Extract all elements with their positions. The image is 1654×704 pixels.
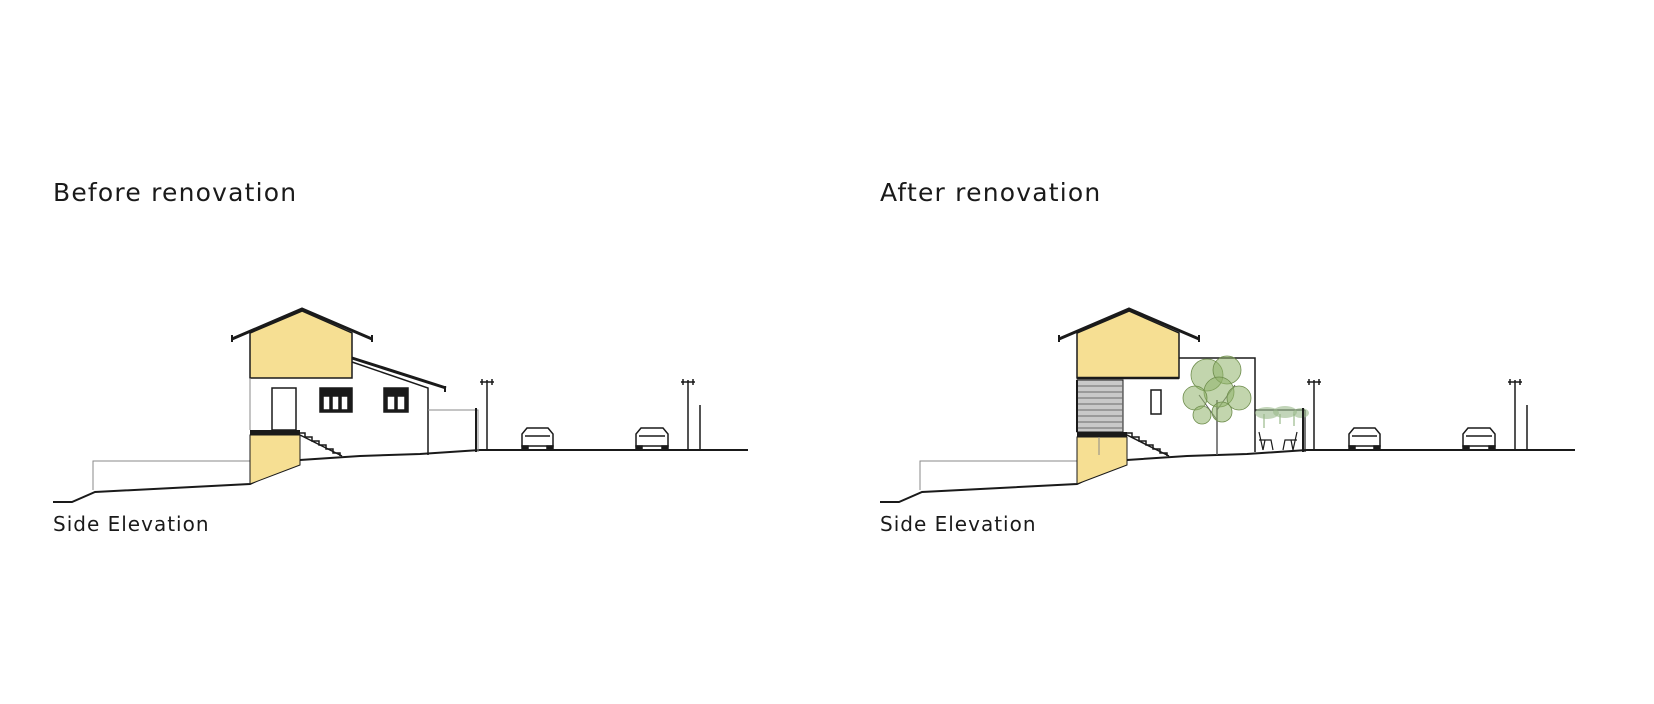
panel-after: After renovation — [827, 0, 1654, 704]
panel-before: Before renovation — [53, 178, 748, 536]
caption-before: Side Elevation — [53, 512, 210, 536]
timber-screen — [1076, 379, 1124, 433]
street-lamp-2 — [681, 379, 701, 450]
caption-after: Side Elevation — [880, 512, 1037, 536]
stairs — [1122, 432, 1170, 457]
door — [271, 387, 297, 431]
new-volume — [1179, 357, 1256, 452]
street-lamp-1 — [1307, 379, 1321, 450]
street-lamp-1 — [480, 379, 494, 450]
window-right — [383, 387, 409, 413]
main-roof — [1058, 307, 1200, 341]
elevation-before-drawing — [53, 307, 748, 503]
car-2 — [1462, 427, 1496, 451]
retaining-wall — [92, 460, 250, 490]
tree — [1182, 355, 1252, 455]
window-left — [319, 387, 353, 413]
main-roof — [231, 307, 373, 341]
panel-title-before: Before renovation — [53, 178, 298, 207]
car-1 — [521, 427, 554, 451]
slot-window — [1150, 389, 1162, 415]
side-roof — [351, 356, 447, 390]
elevation-after-drawing — [880, 307, 1575, 503]
chair-2 — [1282, 431, 1298, 451]
upper-wall — [1076, 310, 1180, 379]
panel-title-after: After renovation — [880, 178, 1102, 207]
terrain-line — [53, 449, 748, 503]
plinth — [249, 434, 301, 485]
upper-wall — [249, 310, 353, 379]
porch-slab — [250, 430, 300, 435]
terrain-line — [880, 449, 1575, 503]
car-1 — [1348, 427, 1381, 451]
car-2 — [635, 427, 669, 451]
retaining-wall — [919, 460, 1077, 490]
plinth — [1076, 436, 1128, 485]
chair-1 — [1258, 431, 1274, 451]
vine-canopy — [1255, 406, 1309, 428]
porch-slab — [1077, 432, 1127, 437]
street-lamp-2 — [1508, 379, 1528, 450]
boundary-wall — [428, 409, 479, 452]
stairs — [295, 432, 343, 457]
